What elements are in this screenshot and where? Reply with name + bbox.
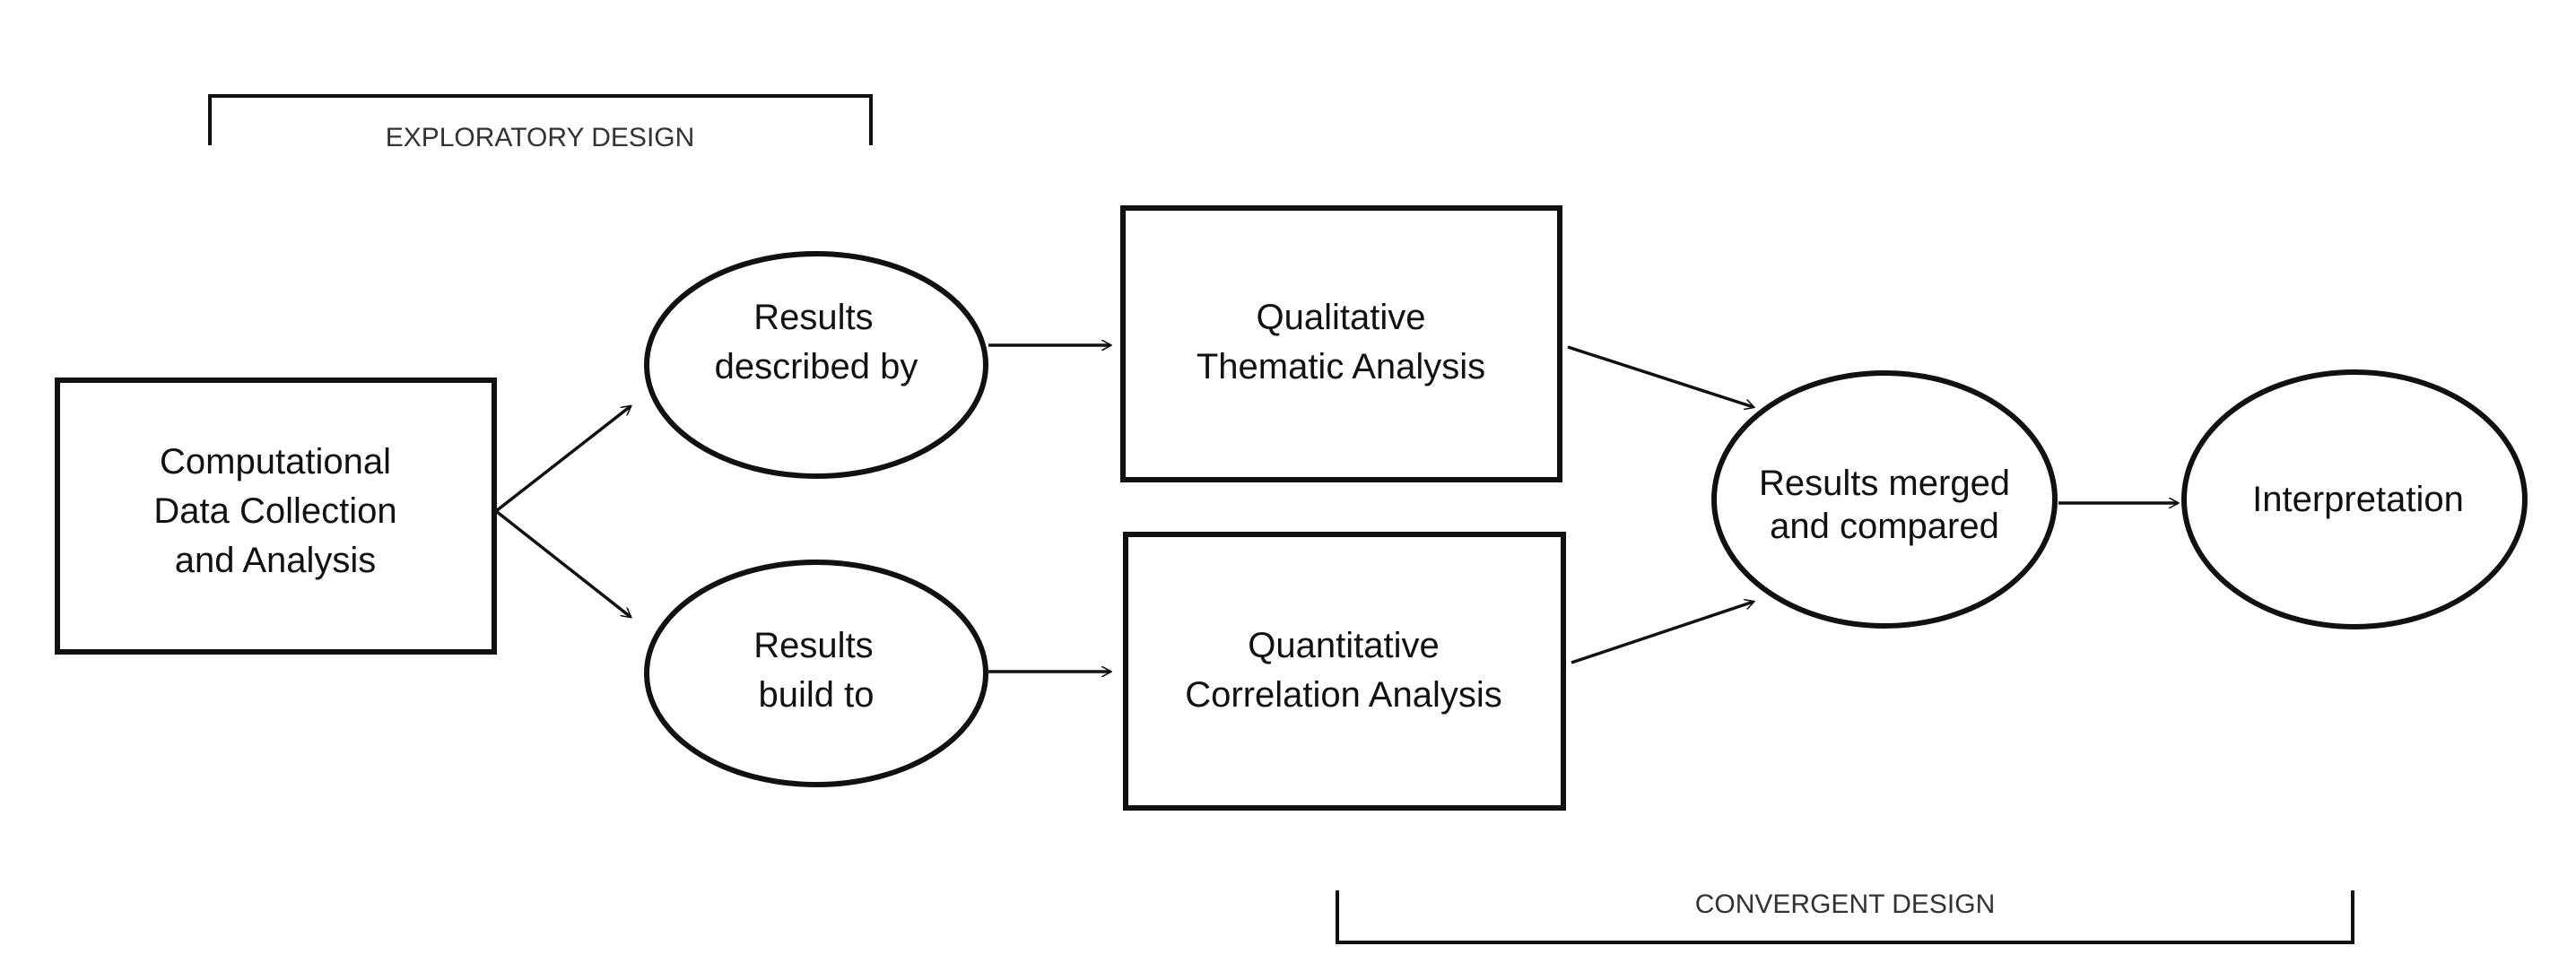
computational-node: Computational Data Collection and Analys… [55, 378, 497, 655]
node-label: Quantitative [1248, 626, 1439, 665]
results-build-node: Results build to [644, 560, 988, 787]
exploratory-design-label: EXPLORATORY DESIGN [386, 123, 695, 152]
qualitative-node: Qualitative Thematic Analysis [1120, 205, 1562, 482]
node-label: Results [753, 298, 873, 337]
results-described-node: Results described by [644, 251, 988, 479]
arrow-qualitative-to-merged [1567, 345, 1754, 407]
node-label: Computational [160, 442, 391, 482]
node-label: Qualitative [1257, 298, 1426, 337]
node-label: Results merged [1759, 464, 2010, 503]
node-label: Data Collection [153, 491, 396, 531]
arrow-computational-to-build [494, 509, 631, 617]
quantitative-node: Quantitative Correlation Analysis [1123, 532, 1566, 811]
node-label: Results [753, 626, 873, 665]
interpretation-node: Interpretation [2181, 369, 2528, 629]
node-label: Interpretation [2252, 480, 2464, 519]
exploratory-design-bracket: EXPLORATORY DESIGN [208, 94, 873, 152]
results-merged-node: Results merged and compared [1711, 370, 2058, 629]
arrow-quantitative-to-merged [1571, 602, 1754, 664]
node-label: Correlation Analysis [1185, 675, 1502, 715]
node-label: and compared [1770, 507, 1999, 546]
node-label: build to [759, 675, 875, 715]
convergent-design-bracket: CONVERGENT DESIGN [1336, 890, 2354, 944]
node-label: and Analysis [175, 541, 377, 580]
convergent-design-label: CONVERGENT DESIGN [1695, 890, 1996, 919]
arrow-computational-to-described [494, 406, 631, 513]
node-label: Thematic Analysis [1197, 347, 1485, 386]
node-label: described by [715, 347, 918, 386]
